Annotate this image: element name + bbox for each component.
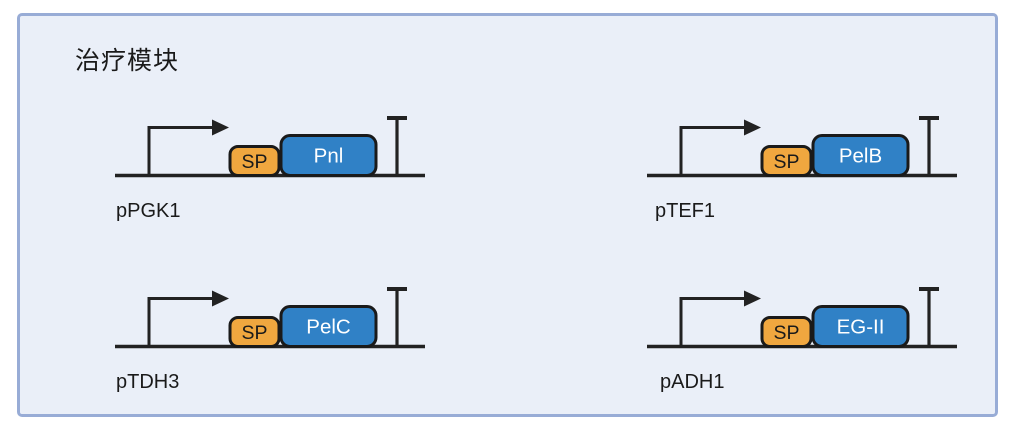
panel-title: 治疗模块 <box>75 47 180 75</box>
signal-peptide-box <box>228 316 281 348</box>
promoter-arrowhead-icon <box>212 119 229 136</box>
gene-label: PelB <box>839 145 882 168</box>
signal-peptide-label: SP <box>241 322 267 344</box>
promoter-arrowhead-icon <box>744 119 761 136</box>
gene-label: EG-II <box>837 316 885 339</box>
gene-box <box>279 134 378 177</box>
expression-cassette-pADH1: SP EG-II pADH1 <box>645 282 965 398</box>
signal-peptide-box <box>228 145 281 177</box>
promoter-label: pADH1 <box>660 371 724 393</box>
signal-peptide-label: SP <box>773 322 799 344</box>
signal-peptide-label: SP <box>241 151 267 173</box>
signal-peptide-label: SP <box>773 151 799 173</box>
promoter-arrow-icon <box>679 126 746 174</box>
treatment-module-panel: 治疗模块 SP Pnl pPGK1 <box>17 13 998 417</box>
promoter-arrow-icon <box>147 297 214 345</box>
promoter-label: pTEF1 <box>655 200 715 222</box>
gene-label: Pnl <box>314 145 344 168</box>
signal-peptide-box <box>760 316 813 348</box>
gene-box <box>279 305 378 348</box>
promoter-arrowhead-icon <box>744 290 761 307</box>
expression-cassette-pTDH3: SP PelC pTDH3 <box>113 282 433 398</box>
promoter-label: pPGK1 <box>116 200 180 222</box>
gene-box <box>811 305 910 348</box>
gene-box <box>811 134 910 177</box>
gene-label: PelC <box>306 316 351 339</box>
signal-peptide-box <box>760 145 813 177</box>
expression-cassette-pTEF1: SP PelB pTEF1 <box>645 111 965 227</box>
expression-cassette-pPGK1: SP Pnl pPGK1 <box>113 111 433 227</box>
promoter-label: pTDH3 <box>116 371 179 393</box>
promoter-arrowhead-icon <box>212 290 229 307</box>
promoter-arrow-icon <box>147 126 214 174</box>
promoter-arrow-icon <box>679 297 746 345</box>
